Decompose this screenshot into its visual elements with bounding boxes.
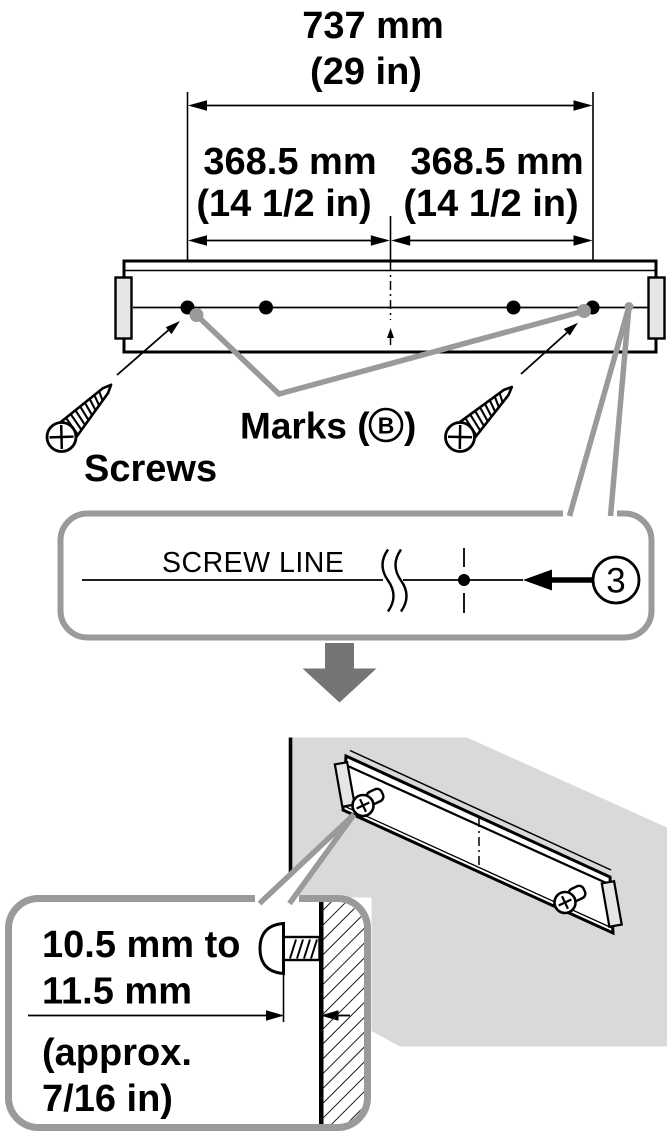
callout-leader-left	[566, 305, 632, 517]
screw-icon-right	[438, 375, 524, 459]
bracket-right-tab	[647, 276, 666, 340]
installed-screw-left	[351, 787, 385, 818]
left-half-mm-label: 368.5 mm	[203, 141, 376, 183]
down-arrow-icon	[302, 643, 377, 703]
left-half-in-label: (14 1/2 in)	[196, 183, 371, 225]
screw-arrow-left	[116, 321, 180, 376]
callout-leader-right	[607, 306, 632, 517]
screw-arrow-right	[520, 322, 578, 375]
screw-depth-callout: 10.5 mm to 11.5 mm (approx. 7/16 in)	[5, 812, 371, 1131]
callout-box-border	[5, 895, 371, 1131]
screw-head-side	[258, 921, 285, 976]
arrowhead-right-icon	[573, 100, 593, 111]
depth-range-line1: 10.5 mm to	[42, 924, 241, 966]
right-half-mm-label: 368.5 mm	[410, 141, 583, 183]
dimension-line-737	[188, 100, 593, 111]
callout-leader-left	[257, 812, 356, 906]
marks-label-close: )	[404, 406, 416, 447]
dimension-line-368-right	[391, 235, 593, 246]
screw-hole-dot-2	[259, 300, 273, 315]
depth-dimension-line	[28, 1010, 350, 1021]
total-width-mm-label: 737 mm	[302, 5, 444, 47]
dimension-line-368-left	[188, 235, 390, 246]
arrowhead-left-icon	[188, 100, 207, 111]
callout-box	[57, 510, 655, 641]
callout-notch	[563, 505, 617, 520]
bracket-back-edge	[349, 749, 612, 871]
wall-hatch	[323, 902, 364, 1124]
line-break-icon	[394, 548, 408, 613]
screw-side-view	[258, 921, 321, 976]
screw-hole-dot-3	[506, 300, 521, 315]
installed-screw-right	[553, 884, 587, 915]
step-number: 3	[606, 562, 625, 601]
wall-perspective-view	[288, 737, 667, 1047]
step-arrow-icon	[523, 569, 594, 591]
line-break-icon	[381, 548, 395, 613]
screws-label: Screws	[84, 448, 217, 490]
depth-approx-line1: (approx.	[42, 1032, 192, 1074]
center-mark	[387, 262, 394, 345]
wall-face-line	[319, 902, 324, 1124]
bracket-right-tab-perspective	[600, 879, 623, 929]
center-point-dot	[458, 574, 470, 586]
bracket-flange-line-perspective	[344, 763, 612, 887]
bracket-left-tab-perspective	[333, 760, 356, 809]
screw-icon-left	[39, 373, 123, 459]
marks-label: Marks (	[240, 406, 370, 447]
wall-cross-section	[319, 902, 364, 1124]
depth-range-line2: 11.5 mm	[42, 971, 192, 1013]
bracket-left-tab	[114, 276, 133, 340]
screw-line-label: SCREW LINE	[162, 547, 344, 579]
circled-b-letter: B	[378, 413, 395, 439]
bracket-front-view-diagram: 737 mm (29 in) 368.5 mm 368.5 mm (14 1/2…	[39, 5, 666, 490]
depth-approx-line2: 7/16 in)	[42, 1078, 173, 1120]
screw-line-point-dot	[624, 302, 634, 311]
screw-line-callout: SCREW LINE 3	[57, 302, 655, 641]
marks-leader-line	[194, 308, 585, 398]
circled-b-icon	[368, 407, 404, 443]
total-width-in-label: (29 in)	[310, 51, 422, 93]
right-half-in-label: (14 1/2 in)	[403, 183, 578, 225]
step-number-circle	[591, 555, 641, 605]
callout-leader-right	[287, 812, 357, 906]
center-up-arrow-icon	[387, 328, 394, 338]
